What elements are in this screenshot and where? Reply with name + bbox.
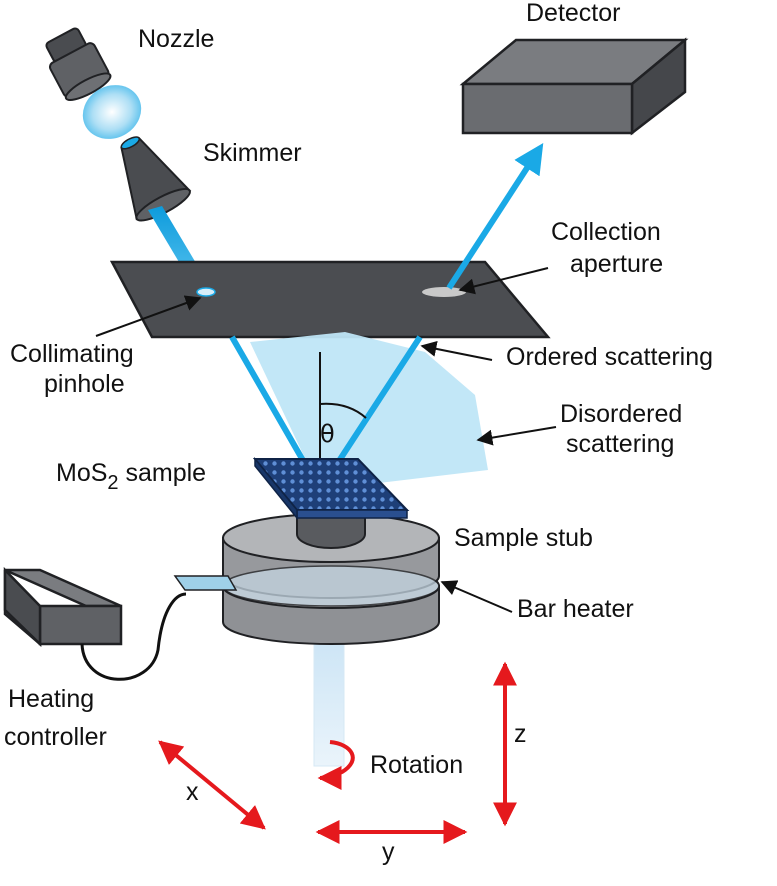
leader-bar-heater [440,580,513,613]
label-ordered-scattering: Ordered scattering [506,343,713,371]
label-detector: Detector [526,0,620,27]
collimating-pinhole [196,287,216,297]
theta-label: θ [320,420,335,448]
label-rotation: Rotation [370,751,463,779]
heater-cable [80,592,187,681]
mos2-sample [252,456,410,521]
label-mos2-sample: MoS2 sample [56,459,206,494]
label-nozzle: Nozzle [138,25,214,53]
label-collection: Collection [551,218,661,246]
aperture-plate [109,260,551,339]
label-collimating: Collimating [10,340,134,368]
label-bar-heater: Bar heater [517,595,634,623]
label-skimmer: Skimmer [203,139,302,167]
heating-controller [3,566,123,647]
leader-disordered-scattering [476,426,557,446]
label-mos2-subscript: 2 [107,472,118,494]
skimmer [120,136,192,222]
collection-aperture [422,287,466,297]
label-axis-x: x [186,778,199,806]
leader-collection-aperture [458,267,549,295]
label-disordered: Disordered [560,400,682,428]
nozzle-plume [82,85,142,139]
label-pinhole: pinhole [44,370,125,398]
leader-ordered-scattering [420,340,493,361]
label-axis-y: y [382,838,395,866]
scattered-beam-to-detector [446,142,544,290]
label-aperture: aperture [570,250,663,278]
label-heating: Heating [8,685,94,713]
detector [459,37,689,136]
nozzle [45,27,112,101]
leader-collimating-pinhole [95,295,202,337]
label-controller: controller [4,723,107,751]
sample-stub [222,511,440,645]
label-sample-stub: Sample stub [454,524,593,552]
rotation-arrow [317,740,355,790]
axis-x-arrow [158,740,266,830]
bar-heater [173,575,238,591]
label-scattering: scattering [566,430,674,458]
label-axis-z: z [514,720,527,748]
label-mos2-prefix: MoS [56,459,107,487]
theta-arc [319,402,367,419]
label-mos2-suffix: sample [119,459,207,487]
